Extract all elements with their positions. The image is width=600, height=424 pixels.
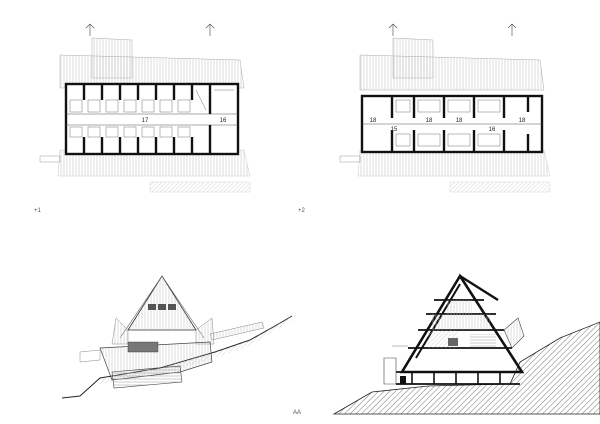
floor-plan-walls bbox=[64, 82, 240, 156]
room-label: 18 bbox=[426, 118, 433, 124]
room-label: 18 bbox=[370, 118, 377, 124]
gable-roof bbox=[127, 275, 197, 331]
room-label: 15 bbox=[391, 127, 398, 133]
elevation bbox=[61, 275, 293, 399]
room-label: 16 bbox=[220, 118, 227, 124]
room-label: 17 bbox=[142, 118, 149, 124]
room-label: 18 bbox=[519, 118, 526, 124]
section-cut bbox=[383, 273, 525, 385]
section: AA bbox=[293, 273, 600, 416]
level-label: +1 bbox=[34, 208, 42, 214]
plan-level-1: 17 16 +1 bbox=[34, 23, 251, 214]
north-marker bbox=[85, 23, 215, 36]
section-mark: AA bbox=[293, 410, 301, 416]
room-label: 18 bbox=[456, 118, 463, 124]
north-marker bbox=[388, 23, 517, 36]
roof-outline bbox=[339, 37, 551, 193]
ground-hatch bbox=[332, 321, 600, 415]
level-label: +2 bbox=[298, 208, 306, 214]
room-label: 16 bbox=[489, 127, 496, 133]
floor-plan-walls bbox=[360, 94, 544, 154]
roof-outline bbox=[39, 37, 251, 193]
plan-level-2: 18 15 18 18 16 18 +2 bbox=[298, 23, 551, 214]
